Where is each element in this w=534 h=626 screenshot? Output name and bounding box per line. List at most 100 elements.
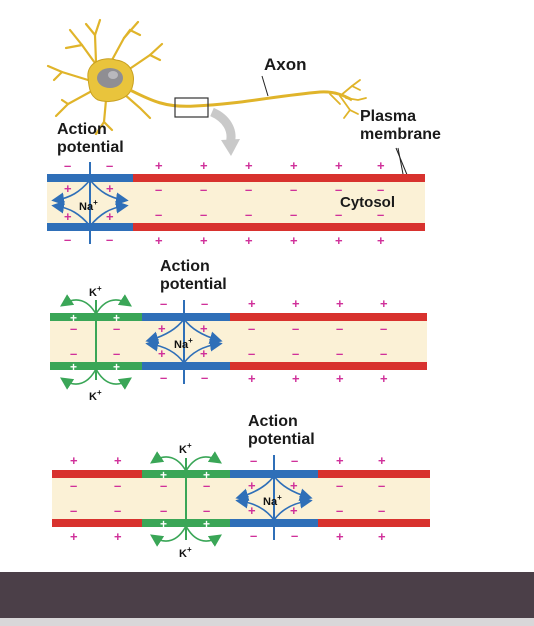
svg-text:+: +: [113, 311, 120, 325]
svg-text:–: –: [245, 182, 252, 197]
svg-text:+: +: [336, 529, 344, 544]
inner-top-minus-row-1: – – – – – –: [155, 182, 384, 197]
action-potential-diagram: Axon Plasma membrane Action potential Cy…: [46, 18, 441, 560]
charge-sign: +: [106, 209, 114, 224]
svg-text:–: –: [378, 478, 385, 493]
svg-text:–: –: [160, 296, 167, 311]
svg-text:+: +: [292, 296, 300, 311]
plasma-membrane-label-line1: Plasma: [360, 108, 416, 125]
svg-text:+: +: [70, 529, 78, 544]
svg-text:–: –: [70, 321, 77, 336]
svg-text:+: +: [290, 503, 298, 518]
svg-text:+: +: [155, 158, 163, 173]
potassium-ion-label-3b: K+: [179, 545, 192, 560]
svg-text:–: –: [290, 207, 297, 222]
svg-text:–: –: [378, 503, 385, 518]
svg-text:–: –: [201, 296, 208, 311]
footer-bar: [0, 572, 534, 618]
svg-text:–: –: [160, 503, 167, 518]
svg-text:+: +: [336, 296, 344, 311]
svg-text:+: +: [290, 158, 298, 173]
svg-text:–: –: [336, 346, 343, 361]
svg-text:–: –: [377, 207, 384, 222]
potassium-ion-label-3a: K+: [179, 441, 192, 456]
svg-text:+: +: [336, 371, 344, 386]
svg-text:–: –: [292, 321, 299, 336]
sodium-ion-label-2: Na+: [174, 336, 193, 351]
action-potential-label-3-line2: potential: [248, 431, 315, 448]
footer-strip: [0, 618, 534, 626]
svg-text:–: –: [200, 182, 207, 197]
svg-text:+: +: [248, 296, 256, 311]
svg-text:–: –: [292, 346, 299, 361]
svg-text:+: +: [203, 468, 210, 482]
svg-text:–: –: [70, 346, 77, 361]
svg-text:+: +: [200, 158, 208, 173]
svg-text:+: +: [292, 371, 300, 386]
svg-text:–: –: [248, 321, 255, 336]
axon-label: Axon: [264, 55, 307, 74]
svg-text:+: +: [248, 478, 256, 493]
svg-text:–: –: [113, 321, 120, 336]
svg-text:–: –: [245, 207, 252, 222]
svg-text:+: +: [160, 468, 167, 482]
svg-text:–: –: [248, 346, 255, 361]
svg-text:+: +: [200, 321, 208, 336]
svg-text:+: +: [114, 529, 122, 544]
action-potential-label-1-line1: Action: [57, 121, 107, 138]
svg-text:–: –: [250, 453, 257, 468]
svg-text:–: –: [114, 478, 121, 493]
svg-text:+: +: [378, 529, 386, 544]
panel-1: Action potential Cytosol Na+ + + + + – –…: [47, 121, 425, 248]
svg-text:–: –: [203, 478, 210, 493]
outer-top-plus-row-1: + + + + + +: [155, 158, 385, 173]
svg-text:–: –: [335, 207, 342, 222]
charge-sign: +: [64, 181, 72, 196]
svg-text:–: –: [380, 321, 387, 336]
svg-text:+: +: [155, 233, 163, 248]
svg-text:–: –: [201, 370, 208, 385]
svg-text:–: –: [377, 182, 384, 197]
potassium-ion-label-2a: K+: [89, 284, 102, 299]
potassium-ion-label-2b: K+: [89, 388, 102, 403]
svg-text:+: +: [70, 453, 78, 468]
svg-text:+: +: [336, 453, 344, 468]
svg-text:–: –: [160, 478, 167, 493]
svg-text:+: +: [200, 233, 208, 248]
svg-text:–: –: [291, 528, 298, 543]
neuron-illustration: [46, 18, 367, 156]
svg-text:+: +: [335, 233, 343, 248]
svg-text:+: +: [70, 360, 77, 374]
svg-text:+: +: [378, 453, 386, 468]
svg-text:+: +: [248, 371, 256, 386]
svg-text:+: +: [248, 503, 256, 518]
svg-text:–: –: [336, 503, 343, 518]
svg-text:+: +: [290, 233, 298, 248]
svg-text:+: +: [200, 346, 208, 361]
charge-sign: –: [64, 158, 71, 173]
svg-text:–: –: [336, 478, 343, 493]
panel-3: Action potential K+ K+ Na+ + +: [52, 413, 430, 560]
svg-text:+: +: [290, 478, 298, 493]
svg-text:+: +: [160, 517, 167, 531]
svg-text:–: –: [114, 503, 121, 518]
svg-text:+: +: [377, 233, 385, 248]
action-potential-label-2-line1: Action: [160, 258, 210, 275]
svg-text:+: +: [335, 158, 343, 173]
svg-text:+: +: [380, 371, 388, 386]
charge-sign: +: [64, 209, 72, 224]
svg-text:+: +: [245, 158, 253, 173]
action-potential-label-3-line1: Action: [248, 413, 298, 430]
sodium-ion-label-1: Na+: [79, 198, 98, 213]
svg-text:–: –: [70, 503, 77, 518]
action-potential-label-1-line2: potential: [57, 139, 124, 156]
svg-text:+: +: [113, 360, 120, 374]
svg-text:–: –: [203, 503, 210, 518]
svg-text:–: –: [155, 207, 162, 222]
cytosol-label: Cytosol: [340, 194, 395, 211]
plasma-membrane-label-line2: membrane: [360, 126, 441, 143]
charge-sign: –: [106, 232, 113, 247]
svg-text:+: +: [158, 321, 166, 336]
signs-panel-3: + + – – – – + + + + – – – – + + – – + + …: [70, 453, 386, 544]
svg-text:–: –: [113, 346, 120, 361]
